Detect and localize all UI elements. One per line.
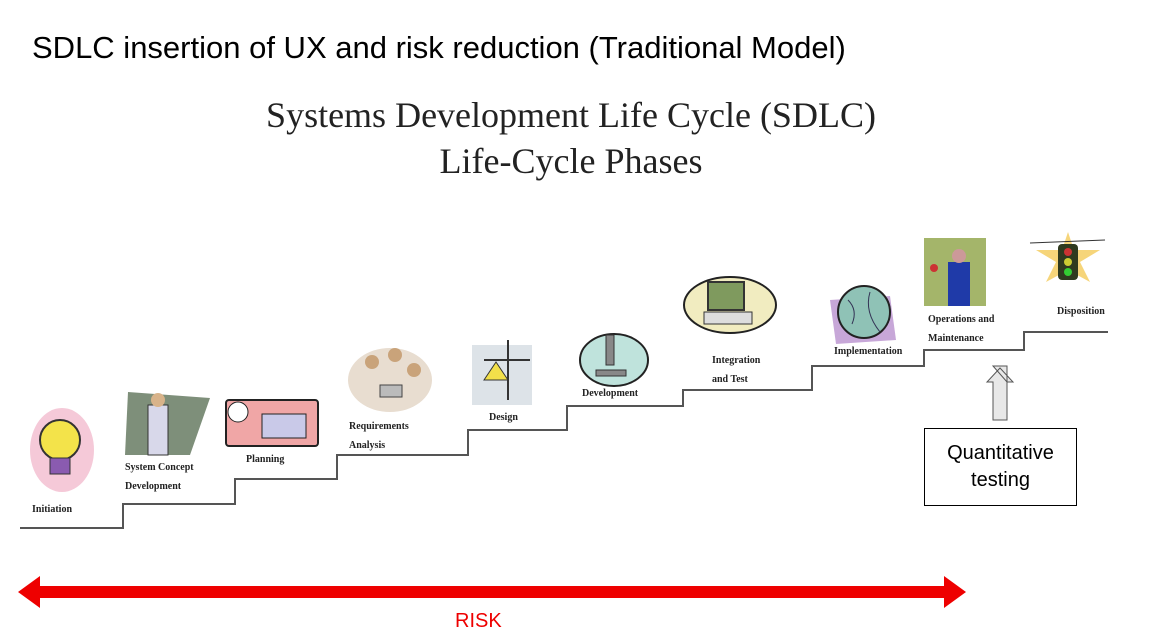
slide-title: SDLC insertion of UX and risk reduction … [32, 30, 846, 65]
scales-icon [472, 340, 532, 405]
diagram-subtitle: Life-Cycle Phases [439, 141, 703, 181]
phase-label-line: Maintenance [928, 333, 984, 344]
phase-label-line: Development [125, 481, 182, 492]
callout-line: Quantitative [947, 442, 1054, 464]
callout-line: testing [971, 469, 1030, 491]
businessman-icon [924, 238, 986, 306]
calendar-book-icon [225, 399, 319, 447]
risk-double-arrow [18, 576, 966, 608]
traffic-light-icon [1029, 232, 1106, 282]
phase-label-line: and Test [712, 374, 748, 385]
microscope-icon [579, 333, 649, 387]
globe-icon [830, 285, 896, 344]
team-meeting-icon [348, 348, 432, 412]
thinker-icon [125, 392, 210, 456]
phase-label-disposition: Disposition [1057, 306, 1105, 317]
quantitative-testing-callout: Quantitative testing [924, 428, 1077, 506]
lightbulb-icon [30, 408, 94, 492]
phase-label-line: Requirements [349, 421, 409, 432]
diagram-title: Systems Development Life Cycle (SDLC) [266, 95, 876, 135]
phase-label-line: Integration [712, 355, 761, 366]
phase-label-implementation: Implementation [834, 346, 903, 357]
phase-label-planning: Planning [246, 454, 285, 465]
phase-label-design: Design [489, 412, 518, 423]
phase-label-line: Operations and [928, 314, 995, 325]
up-arrow-icon [985, 365, 1015, 421]
phase-label-development: Development [582, 388, 639, 399]
phase-label-line: System Concept [125, 462, 194, 473]
phase-label-line: Analysis [349, 440, 386, 451]
computer-icon [683, 276, 777, 334]
phase-label-integration: Integration and Test [712, 351, 760, 389]
risk-label: RISK [455, 610, 502, 632]
phase-label-initiation: Initiation [32, 504, 73, 515]
staircase-line [20, 331, 1108, 529]
